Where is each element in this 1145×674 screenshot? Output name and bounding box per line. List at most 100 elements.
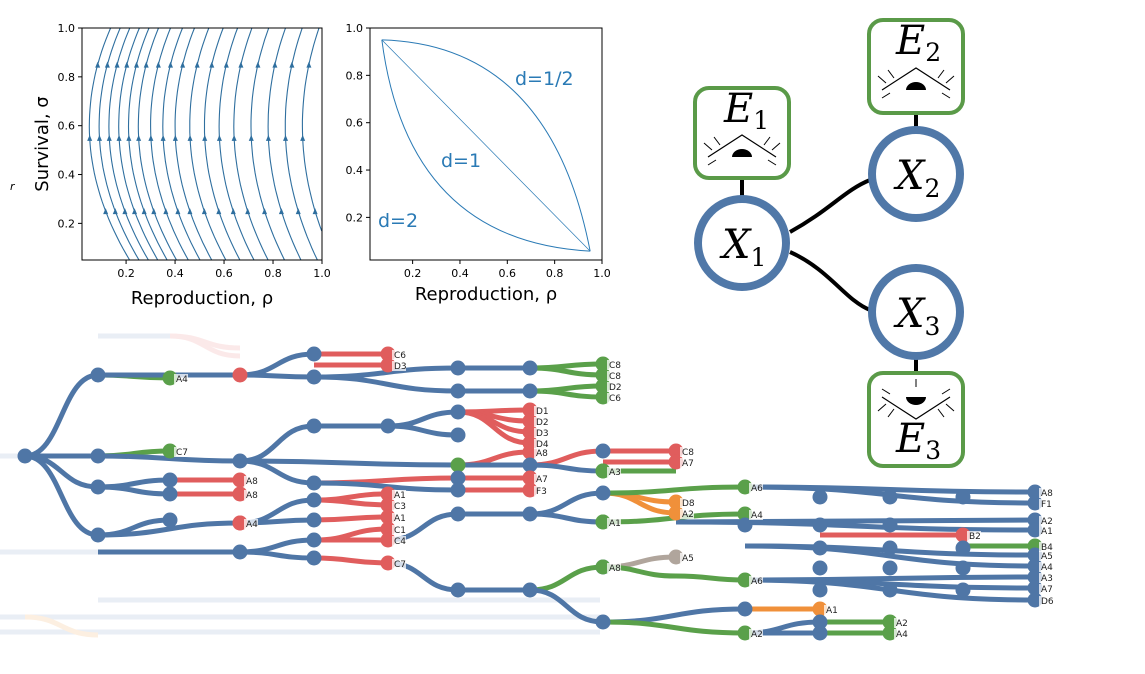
tree-leaf-label: C6 [394, 351, 406, 361]
tree-edge [313, 480, 459, 493]
stream-ytick-label: 1.0 [58, 22, 76, 35]
svg-text:X3: X3 [893, 291, 940, 341]
stream-arrow [134, 61, 140, 68]
tree-node [522, 482, 538, 498]
tree-node [595, 356, 611, 372]
tree-leaf-label: D2 [609, 383, 622, 393]
tree-edge [239, 372, 315, 380]
stream-xtick-label: 0.8 [264, 267, 282, 280]
tree-edge [313, 374, 459, 394]
tree-node [90, 448, 106, 464]
tree-node [162, 370, 178, 386]
stream-arrow [283, 134, 289, 141]
tree-leaf-label: A2 [896, 619, 908, 629]
stream-arrow [231, 134, 237, 141]
stream-arrow [187, 134, 193, 141]
tree-node [595, 378, 611, 394]
tree-leaf-label: A6 [751, 577, 763, 587]
tree-leaf-label: A7 [536, 475, 548, 485]
tree-edge [24, 614, 99, 638]
stream-arrow [155, 61, 161, 68]
tree-node [522, 402, 538, 418]
tree-node [812, 489, 828, 505]
stream-arrow [265, 134, 271, 141]
tree-node [812, 540, 828, 556]
tree-edge [529, 365, 604, 378]
tree-node [522, 457, 538, 473]
tree-node [595, 443, 611, 459]
tree-node [668, 454, 684, 470]
stream-arrow [255, 61, 261, 68]
tree-leaf-label: A5 [682, 554, 694, 564]
tree-leaf-label: C8 [682, 448, 694, 458]
stream-arrow [143, 61, 149, 68]
tree-node [737, 517, 753, 533]
svg-text:X1: X1 [719, 222, 766, 272]
tree-node [522, 470, 538, 486]
tree-edge [313, 514, 389, 523]
stream-arrow [209, 61, 215, 68]
tree-node [595, 485, 611, 501]
tree-node [380, 418, 396, 434]
tree-node [380, 357, 396, 373]
tree-leaf-label: D3 [536, 429, 549, 439]
tree-node [812, 517, 828, 533]
stream-arrow [262, 208, 268, 215]
tree-node [380, 346, 396, 362]
stream-arrow [148, 134, 154, 141]
tree-node [162, 486, 178, 502]
tree-leaf-label: B2 [969, 532, 981, 542]
tree-node [882, 560, 898, 576]
tree-edge [313, 555, 389, 566]
tree-leaf-label: D3 [394, 362, 407, 372]
stream-arrow [126, 134, 132, 141]
streamline [301, 27, 323, 232]
tree-node [522, 413, 538, 429]
stream-arrow [306, 61, 312, 68]
tree-node [595, 514, 611, 530]
tree-node [380, 486, 396, 502]
tree-leaf-label: A8 [1041, 489, 1053, 499]
evidence-e1: E1 [693, 86, 791, 180]
node-x2: X2 [868, 126, 964, 222]
stream-plot-frame [81, 27, 323, 261]
tree-node [522, 383, 538, 399]
stream-arrow [141, 208, 147, 215]
stream-arrow [124, 61, 130, 68]
stream-arrow [312, 208, 318, 215]
stream-arrow [104, 61, 110, 68]
tree-leaf-label: C7 [394, 560, 406, 570]
stream-ytick-label: 0.2 [58, 217, 76, 230]
tree-node [522, 424, 538, 440]
tree-node [90, 367, 106, 383]
tree-node [882, 540, 898, 556]
tree-edge [169, 333, 241, 351]
eye-icon [877, 67, 955, 99]
tree-node [450, 457, 466, 473]
graph-edges [740, 113, 918, 373]
tree-node [306, 492, 322, 508]
tree-node [450, 470, 466, 486]
tree-leaf-label: F1 [1041, 500, 1052, 510]
stream-arrow [180, 61, 186, 68]
evidence-e3: E3 [867, 371, 965, 468]
stream-xtick-label: 0.4 [166, 267, 184, 280]
stream-yticks: 0.20.40.60.81.0 [58, 22, 82, 230]
tree-node [522, 506, 538, 522]
tree-node [306, 369, 322, 385]
stream-arrow [103, 208, 109, 215]
tree-node [1027, 495, 1043, 511]
tree-node [232, 486, 248, 502]
tree-leaf-label: A8 [609, 564, 621, 574]
tree-leaf-label: A4 [896, 630, 908, 640]
stream-arrow [300, 134, 306, 141]
tree-node [668, 549, 684, 565]
tree-node [882, 489, 898, 505]
stream-arrow [95, 61, 101, 68]
tree-node [1027, 569, 1043, 585]
tree-edge [97, 484, 171, 497]
tree-node [812, 582, 828, 598]
tree-leaf-label: D1 [536, 407, 549, 417]
stream-arrow [278, 208, 284, 215]
